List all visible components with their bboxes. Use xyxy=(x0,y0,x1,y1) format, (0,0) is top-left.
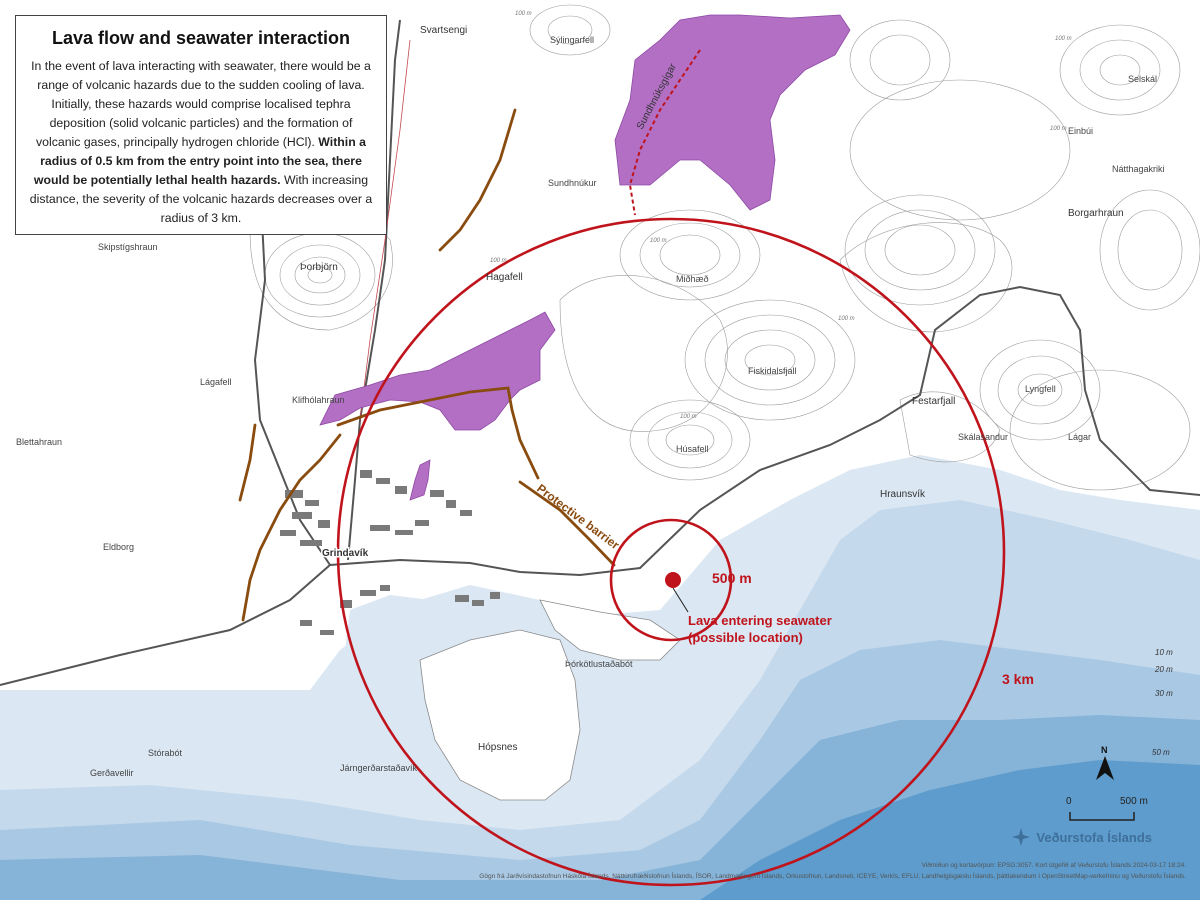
entry-leader-line xyxy=(672,587,689,613)
scale-bar-left-label: 0 xyxy=(1066,796,1072,807)
label-grindavik: Grindavík xyxy=(322,548,369,559)
label-sylingarfell: Sýlingarfell xyxy=(550,35,594,45)
hazard-circle-500m xyxy=(609,518,733,642)
vedurstofa-logo: Veðurstofa Íslands xyxy=(1010,826,1152,848)
label-500m: 500 m xyxy=(712,570,752,586)
label-jarngerdarstadavik: Járngerðarstaðavík xyxy=(340,763,418,773)
info-box: Lava flow and seawater interaction In th… xyxy=(15,15,387,235)
scale-bar-right-label: 500 m xyxy=(1120,796,1148,807)
place-labels: Grindavík Svartsengi Sýlingarfell Sundhn… xyxy=(16,25,1165,778)
label-3km: 3 km xyxy=(1002,671,1034,687)
power-line xyxy=(359,39,411,421)
label-svartsengi: Svartsengi xyxy=(420,25,467,36)
label-thorbjorn: Þorbjörn xyxy=(300,262,338,273)
lava-flow-north xyxy=(614,14,851,211)
info-body-bold: Within a radius of 0.5 km from the entry… xyxy=(33,135,366,187)
label-hraunsvik: Hraunsvík xyxy=(880,489,926,500)
label-borgarhraun: Borgarhraun xyxy=(1068,208,1124,219)
contour-label: 100 m xyxy=(650,238,667,244)
label-natthagakriki: Nátthagakriki xyxy=(1112,164,1165,174)
eruptive-fissure xyxy=(628,49,701,216)
contour-label: 100 m xyxy=(515,11,532,17)
contour-label: 100 m xyxy=(680,414,697,420)
road-north xyxy=(347,19,401,561)
label-lyngfell: Lyngfell xyxy=(1025,384,1056,394)
hopsnes-peninsula xyxy=(419,629,581,801)
depth-label-20m: 20 m xyxy=(1154,665,1173,674)
contour-labels: 100 m 100 m 100 m 100 m 100 m 100 m 100 … xyxy=(490,11,1072,420)
label-eldborg: Eldborg xyxy=(103,542,134,552)
label-sundhnukur: Sundhnúkur xyxy=(548,178,597,188)
label-gerdavellir: Gerðavellir xyxy=(90,768,134,778)
label-hagafell: Hagafell xyxy=(486,272,523,283)
label-entry-line1: Lava entering seawater xyxy=(688,613,832,628)
protective-barriers xyxy=(238,108,616,622)
info-body-intro: In the event of lava interacting with se… xyxy=(31,59,371,149)
barrier-west xyxy=(238,423,257,502)
north-arrow-label: N xyxy=(1101,745,1108,755)
scale-bar-line xyxy=(1069,812,1135,821)
hazard-circle-3km xyxy=(336,217,1006,887)
grindavik-harbour xyxy=(345,595,440,665)
contour-lines xyxy=(249,4,1200,491)
coastal-land xyxy=(419,599,681,801)
label-fiskidalsfjall: Fiskidalsfjall xyxy=(748,366,797,376)
hazard-zones xyxy=(336,217,1006,887)
label-husafell: Húsafell xyxy=(676,444,709,454)
lava-flow-town xyxy=(409,459,431,501)
contour-label: 100 m xyxy=(838,316,855,322)
sea-deep-2 xyxy=(700,760,1200,900)
depth-labels: 10 m 20 m 30 m 50 m xyxy=(1152,648,1173,757)
label-entry-line2: (possible location) xyxy=(688,630,803,645)
lava-flows xyxy=(319,14,851,501)
credit-line-1: Viðmiðun og kortavörpun: EPSG:3057. Kort… xyxy=(921,862,1186,869)
scale-bar: 0 500 m xyxy=(1066,796,1148,821)
sea-zones xyxy=(0,455,1200,900)
info-body-outro: With increasing distance, the severity o… xyxy=(29,173,373,225)
label-selskal: Selskál xyxy=(1128,74,1157,84)
label-midhaed: Miðhæð xyxy=(676,274,709,284)
credit-line-2: Gögn frá Jarðvísindastofnun Háskóla Ísla… xyxy=(479,873,1186,880)
label-klifholahraun: Klifhólahraun xyxy=(292,395,345,405)
depth-label-10m: 10 m xyxy=(1155,648,1173,657)
thorkotlustadanes xyxy=(539,599,681,661)
barrier-hagafell xyxy=(336,386,540,480)
barrier-north xyxy=(438,108,517,252)
contour-label: 100 m xyxy=(1055,36,1072,42)
contour-label: 100 m xyxy=(490,258,507,264)
north-arrow-icon xyxy=(1096,756,1114,780)
label-blettahraun: Blettahraun xyxy=(16,437,62,447)
label-einbui: Einbúi xyxy=(1068,126,1093,136)
road-coastal xyxy=(0,285,1200,686)
info-title: Lava flow and seawater interaction xyxy=(51,28,351,48)
vedurstofa-logo-icon xyxy=(1012,828,1031,846)
lava-flow-hagafell xyxy=(319,311,556,431)
north-arrow: N xyxy=(1096,745,1114,780)
label-thorkotlustadabot: Þórkötlustaðabót xyxy=(565,659,633,669)
contour-label: 100 m xyxy=(1050,126,1067,132)
vedurstofa-logo-text: Veðurstofa Íslands xyxy=(1036,829,1152,845)
grindavik-town xyxy=(280,470,500,635)
depth-label-50m: 50 m xyxy=(1152,748,1170,757)
depth-label-30m: 30 m xyxy=(1155,689,1173,698)
label-lagar: Lágar xyxy=(1068,432,1091,442)
barrier-east xyxy=(518,480,616,567)
label-storabot: Stórabót xyxy=(148,748,183,758)
label-festarfjall: Festarfjall xyxy=(912,396,955,407)
label-skalasandur: Skálasandur xyxy=(958,432,1008,442)
label-lagafell-west: Lágafell xyxy=(200,377,232,387)
label-skipstigshraun: Skipstígshraun xyxy=(98,242,158,252)
info-body: In the event of lava interacting with se… xyxy=(26,57,376,228)
label-hopsnes: Hópsnes xyxy=(478,742,517,753)
lava-entry-point xyxy=(665,572,681,588)
barrier-town xyxy=(241,433,342,622)
